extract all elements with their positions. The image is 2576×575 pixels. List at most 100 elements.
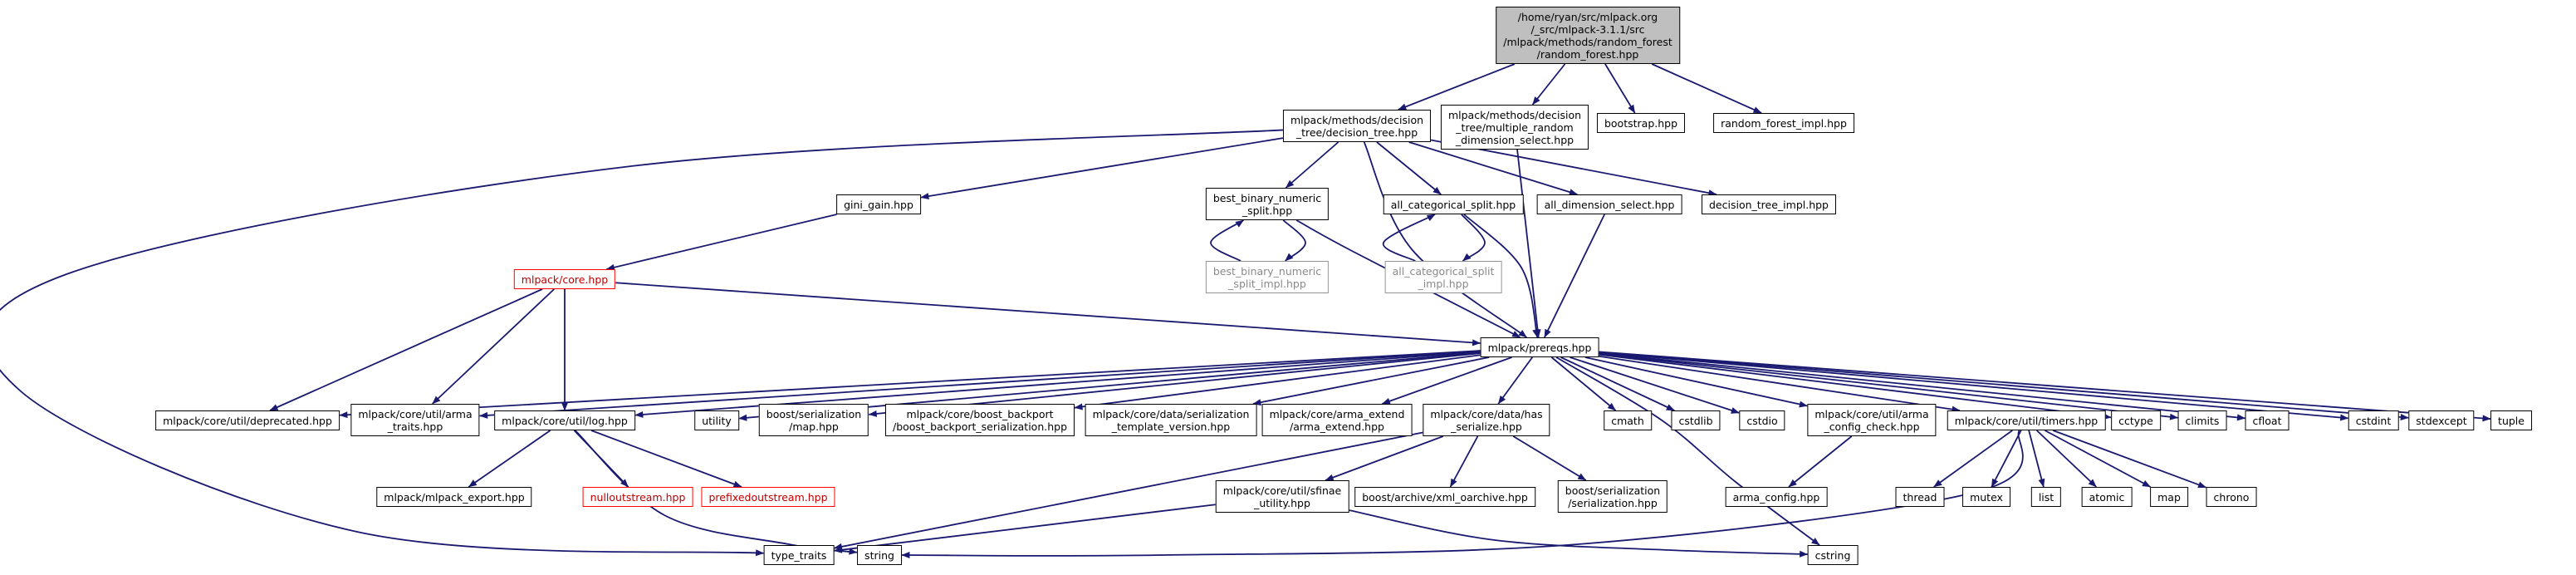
graph-node-nullout[interactable]: nulloutstream.hpp	[582, 487, 693, 507]
edge-best_split-best_split_impl	[1282, 219, 1306, 262]
graph-node-arma_config[interactable]: arma_config.hpp	[1725, 487, 1828, 507]
edge-has_serialize-sfinae	[1325, 435, 1444, 481]
edge-has_serialize-xml_oarchive	[1449, 435, 1479, 488]
graph-node-atomic[interactable]: atomic	[2081, 487, 2133, 507]
graph-node-has_serialize[interactable]: mlpack/core/data/has _serialize.hpp	[1423, 404, 1550, 436]
graph-node-best_split_impl[interactable]: best_binary_numeric _split_impl.hpp	[1205, 261, 1330, 293]
edge-prereqs-cstring	[1555, 356, 1820, 546]
graph-node-arma_cfg_check[interactable]: mlpack/core/util/arma _config_check.hpp	[1807, 404, 1937, 436]
edge-root-decision_tree	[1398, 63, 1516, 111]
graph-node-boost_backport[interactable]: mlpack/core/boost_backport /boost_backpo…	[884, 404, 1075, 436]
edge-prereqs-boost_backport	[1074, 354, 1481, 410]
graph-node-list[interactable]: list	[2030, 487, 2062, 507]
edge-decision_tree-best_split	[1285, 141, 1339, 189]
graph-node-utility[interactable]: utility	[694, 410, 739, 430]
graph-node-log[interactable]: mlpack/core/util/log.hpp	[494, 410, 635, 430]
graph-node-mlpack_export[interactable]: mlpack/mlpack_export.hpp	[376, 487, 532, 507]
graph-node-cstdio[interactable]: cstdio	[1739, 410, 1785, 430]
graph-node-arma_traits[interactable]: mlpack/core/util/arma _traits.hpp	[350, 404, 480, 436]
edge-has_serialize-type_traits	[833, 431, 1423, 550]
edge-timers-atomic	[2036, 430, 2097, 488]
edge-timers-map	[2045, 430, 2152, 488]
graph-node-random_forest_impl[interactable]: random_forest_impl.hpp	[1713, 113, 1854, 133]
graph-node-thread[interactable]: thread	[1895, 487, 1945, 507]
edge-decision_tree-all_cat	[1376, 141, 1442, 195]
graph-node-cstdlib[interactable]: cstdlib	[1671, 410, 1721, 430]
graph-node-all_cat[interactable]: all_categorical_split.hpp	[1383, 194, 1524, 214]
graph-node-type_traits[interactable]: type_traits	[763, 545, 835, 565]
graph-node-cstdint[interactable]: cstdint	[2348, 410, 2399, 430]
edge-all_cat_impl-all_cat	[1383, 214, 1436, 262]
graph-node-all_cat_impl[interactable]: all_categorical_split _impl.hpp	[1384, 261, 1502, 293]
graph-node-map[interactable]: map	[2150, 487, 2188, 507]
graph-node-tuple[interactable]: tuple	[2490, 410, 2532, 430]
edge-prereqs-timers	[1599, 355, 1961, 413]
graph-node-cmath[interactable]: cmath	[1604, 410, 1652, 430]
graph-node-decision_tree[interactable]: mlpack/methods/decision _tree/decision_t…	[1282, 110, 1432, 142]
graph-node-mutex[interactable]: mutex	[1962, 487, 2010, 507]
graph-node-xml_oarchive[interactable]: boost/archive/xml_oarchive.hpp	[1354, 487, 1535, 507]
edge-decision_tree-all_dim	[1408, 141, 1578, 195]
graph-node-all_dim[interactable]: all_dimension_select.hpp	[1536, 194, 1682, 214]
edge-sfinae-type_traits	[833, 504, 1216, 553]
graph-node-cctype[interactable]: cctype	[2111, 410, 2161, 430]
graph-node-stdexcept[interactable]: stdexcept	[2408, 410, 2475, 430]
edge-prereqs-cstdint	[1599, 351, 2349, 421]
graph-node-chrono[interactable]: chrono	[2206, 487, 2257, 507]
edge-core-prereqs	[615, 282, 1481, 346]
edge-decision_tree-gini_gain	[920, 137, 1284, 200]
graph-node-climits[interactable]: climits	[2177, 410, 2227, 430]
edge-prereqs-arma_cfg_check	[1584, 356, 1808, 408]
edge-root-multiple_random	[1531, 63, 1566, 106]
graph-node-gini_gain[interactable]: gini_gain.hpp	[836, 194, 921, 214]
edge-has_serialize-boost_ser	[1512, 435, 1587, 481]
edge-best_split_impl-best_split	[1210, 219, 1244, 262]
edge-all_cat-all_cat_impl	[1461, 214, 1486, 262]
edge-timers-mutex	[1991, 430, 2022, 488]
edge-prereqs-cstdlib	[1560, 356, 1675, 411]
graph-node-sfinae[interactable]: mlpack/core/util/sfinae _utility.hpp	[1215, 480, 1349, 513]
graph-node-string[interactable]: string	[857, 545, 902, 565]
edge-prereqs-cmath	[1550, 356, 1617, 411]
graph-node-timers[interactable]: mlpack/core/util/timers.hpp	[1947, 410, 2106, 430]
graph-node-best_split[interactable]: best_binary_numeric _split.hpp	[1205, 188, 1330, 220]
edge-multiple_random-prereqs	[1516, 149, 1541, 338]
edge-sfinae-cstring	[1349, 509, 1809, 558]
graph-node-multiple_random[interactable]: mlpack/methods/decision _tree/multiple_r…	[1440, 105, 1589, 150]
edge-all_cat-prereqs	[1463, 214, 1540, 338]
edge-log-mlpack_export	[468, 430, 551, 488]
edge-prereqs-tuple	[1599, 351, 2491, 422]
edge-arma_cfg_check-arma_config	[1788, 435, 1853, 488]
edge-gini_gain-core	[605, 214, 837, 271]
edge-root-bootstrap	[1604, 63, 1636, 114]
edge-decision_tree-type_traits	[0, 129, 1283, 557]
graph-node-deprecated[interactable]: mlpack/core/util/deprecated.hpp	[155, 410, 340, 430]
edge-prereqs-deprecated	[339, 350, 1481, 419]
edge-best_split-prereqs	[1295, 219, 1521, 338]
graph-node-prereqs[interactable]: mlpack/prereqs.hpp	[1480, 337, 1599, 357]
graph-node-dt_impl[interactable]: decision_tree_impl.hpp	[1702, 194, 1836, 214]
graph-node-arma_extend[interactable]: mlpack/core/arma_extend /arma_extend.hpp	[1261, 404, 1413, 436]
edge-prereqs-stdexcept	[1599, 351, 2409, 421]
graph-node-core[interactable]: mlpack/core.hpp	[513, 269, 616, 289]
edge-timers-chrono	[2052, 430, 2207, 489]
graph-node-ser_map[interactable]: boost/serialization /map.hpp	[758, 404, 869, 436]
edge-prereqs-arma_traits	[479, 350, 1481, 419]
graph-node-boost_ser[interactable]: boost/serialization /serialization.hpp	[1557, 480, 1668, 513]
graph-node-prefixedout[interactable]: prefixedoutstream.hpp	[701, 487, 835, 507]
edge-prereqs-ser_tmpl_ver	[1252, 356, 1490, 406]
edge-timers-list	[2028, 430, 2045, 488]
graph-node-cfloat[interactable]: cfloat	[2245, 410, 2290, 430]
edge-core-arma_traits	[432, 288, 555, 405]
graph-node-root[interactable]: /home/ryan/src/mlpack.org /_src/mlpack-3…	[1496, 7, 1680, 64]
edge-prereqs-cctype	[1599, 353, 2112, 420]
graph-node-ser_tmpl_ver[interactable]: mlpack/core/data/serialization _template…	[1085, 404, 1257, 436]
edge-prereqs-climits	[1599, 352, 2179, 420]
edge-core-deprecated	[269, 288, 543, 411]
edge-timers-thread	[1933, 430, 2013, 488]
graph-node-cstring[interactable]: cstring	[1807, 545, 1859, 565]
graph-node-bootstrap[interactable]: bootstrap.hpp	[1596, 113, 1686, 133]
edge-decision_tree-prereqs	[1363, 141, 1527, 338]
edge-log-prefixedout	[590, 430, 742, 488]
